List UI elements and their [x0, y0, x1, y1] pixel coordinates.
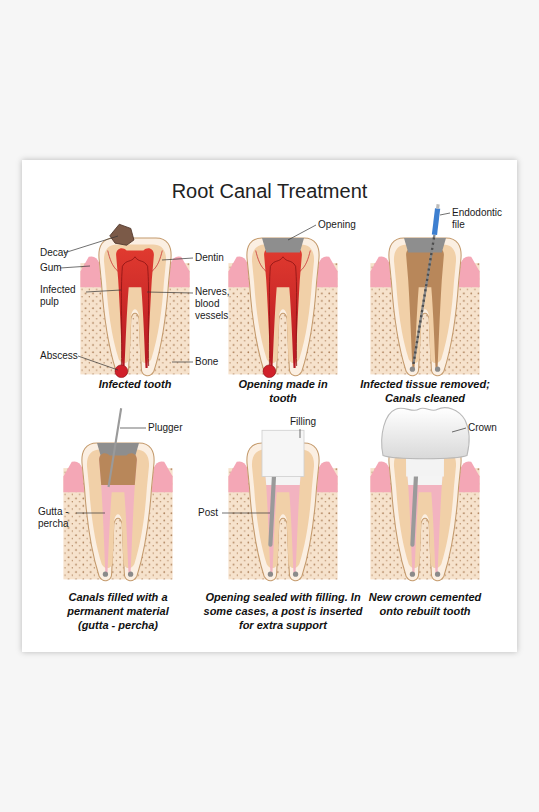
leader-line	[172, 362, 193, 363]
leader-line	[86, 290, 121, 292]
step-caption: Infected tooth	[65, 377, 205, 391]
abscess	[263, 365, 276, 378]
leader-line	[60, 266, 90, 268]
opening	[262, 238, 304, 253]
leader-line	[222, 513, 270, 514]
root-tip	[435, 572, 440, 577]
file-handle	[434, 209, 437, 235]
leader-line	[78, 356, 118, 370]
crown	[382, 408, 469, 459]
gum	[228, 461, 249, 492]
nerve	[269, 257, 283, 366]
gum	[228, 256, 249, 287]
gum	[152, 461, 173, 492]
part-label: Dentin	[195, 252, 255, 264]
enamel	[247, 238, 319, 376]
leader-line	[300, 429, 301, 438]
gum	[459, 461, 480, 492]
part-label: Bone	[195, 356, 245, 368]
part-label: Nerves, blood vessels	[195, 286, 240, 322]
gum	[317, 461, 338, 492]
root-tip	[268, 572, 273, 577]
step-caption: Canals filled with a permanent material …	[51, 590, 186, 632]
tooth-panel	[228, 238, 337, 378]
gum	[63, 461, 84, 492]
chamber	[99, 453, 137, 485]
pulp	[116, 248, 154, 368]
leader-line	[162, 258, 193, 260]
part-label: Decay	[40, 247, 100, 259]
tooth-panel	[370, 408, 479, 581]
part-label: Post	[198, 507, 238, 519]
enamel	[99, 238, 171, 376]
root-tip	[410, 367, 415, 372]
gum	[317, 256, 338, 287]
leader-lines	[60, 213, 466, 513]
opening	[404, 238, 446, 253]
part-label: Plugger	[148, 422, 208, 434]
tooth-panel	[63, 408, 172, 580]
leader-line	[120, 428, 146, 429]
gum	[459, 256, 480, 287]
nerve	[108, 251, 118, 272]
leader-line	[440, 213, 450, 215]
part-label: Opening	[318, 219, 378, 231]
enamel	[82, 443, 154, 581]
part-label: Abscess	[40, 350, 100, 362]
leader-line	[452, 428, 466, 432]
part-label: Gum	[40, 262, 100, 274]
root-tip	[435, 367, 440, 372]
step-caption: Opening made in tooth	[233, 377, 333, 405]
plugger	[109, 408, 122, 487]
file-cap	[436, 204, 440, 208]
gum	[370, 461, 391, 492]
part-label: Gutta - percha	[38, 506, 78, 530]
root-tip	[410, 572, 415, 577]
step-caption: Opening sealed with filling. In some cas…	[203, 590, 363, 632]
filling	[262, 430, 304, 476]
nerve	[300, 251, 311, 272]
nerve	[121, 257, 135, 366]
decay	[110, 224, 134, 245]
leader-line	[64, 236, 118, 253]
gum	[370, 256, 391, 287]
file-shaft	[413, 235, 434, 364]
file-flutes	[413, 235, 434, 364]
part-label: Endodontic file	[452, 207, 507, 231]
leader-line	[76, 513, 105, 514]
gum	[80, 256, 101, 287]
dentin	[87, 449, 149, 568]
nerve	[152, 251, 163, 272]
tooth-panel	[370, 204, 479, 375]
root-tip	[128, 572, 133, 577]
tooth-panel	[80, 224, 189, 377]
pulp	[264, 248, 302, 368]
pulp	[406, 248, 444, 368]
leader-line	[147, 292, 193, 293]
step-caption: New crown cemented onto rebuilt tooth	[360, 590, 490, 618]
gum	[169, 256, 190, 287]
nerve	[283, 257, 297, 366]
part-label: Filling	[290, 416, 340, 428]
tooth-panel	[228, 430, 337, 580]
root-tip	[103, 572, 108, 577]
title: Root Canal Treatment	[0, 180, 539, 203]
root-tip	[293, 572, 298, 577]
leader-line	[288, 225, 316, 240]
nerve	[256, 251, 267, 272]
part-label: Infected pulp	[40, 284, 85, 308]
step-caption: Infected tissue removed; Canals cleaned	[345, 377, 505, 405]
enamel	[389, 238, 461, 376]
enamel	[389, 443, 461, 581]
nerve	[135, 257, 149, 366]
part-label: Crown	[468, 422, 513, 434]
abscess	[115, 365, 128, 378]
